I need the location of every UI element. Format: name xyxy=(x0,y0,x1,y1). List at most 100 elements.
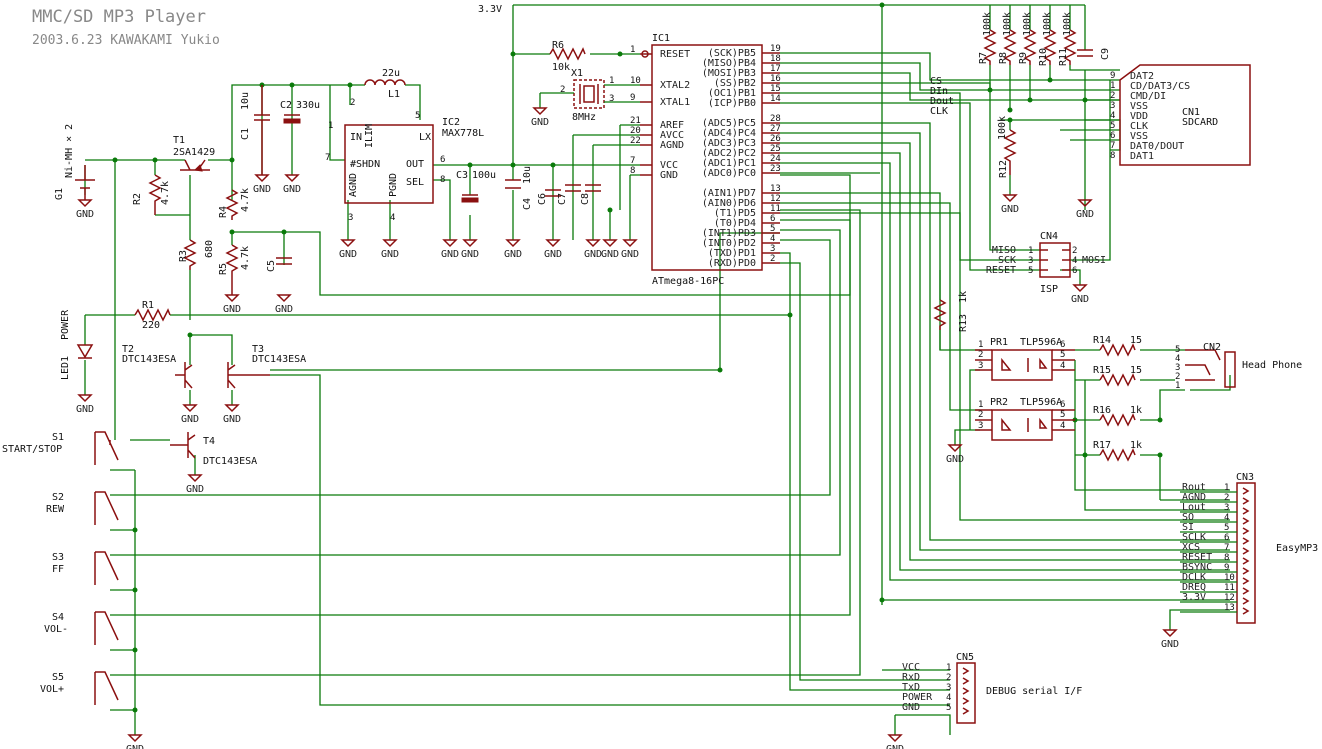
gnd-label: GND xyxy=(339,249,357,260)
cn3-pin-name: DCLK xyxy=(1182,572,1206,583)
ic1-pin-number: 20 xyxy=(630,126,641,136)
svg-text:3: 3 xyxy=(348,213,353,223)
cn1-pin-name: VSS xyxy=(1130,131,1148,142)
r9-ref: R9 xyxy=(1018,52,1029,64)
pr2-ref: PR2 xyxy=(990,397,1008,408)
ic1-pin-number: 16 xyxy=(770,74,781,84)
cn2-headphone: CN2 Head Phone 5 4 3 2 1 xyxy=(1175,342,1302,391)
r12-value: 100k xyxy=(997,116,1008,140)
cn3-pin-number: 1 xyxy=(1224,483,1229,493)
ic1-pin-number: 19 xyxy=(770,44,781,54)
gnd-icon xyxy=(284,174,300,183)
ic2-pin-pgnd: PGND xyxy=(388,173,399,197)
sd-signal-din: DIn xyxy=(930,86,948,97)
ic2-ref: IC2 xyxy=(442,117,460,128)
ic1-pin-name: (SS)PB2 xyxy=(714,78,756,89)
battery-ref: G1 xyxy=(54,188,65,200)
ic1-pin-number: 28 xyxy=(770,114,781,124)
ic1-pin-name: (SCK)PB5 xyxy=(708,48,756,59)
cn2-pin-1: 1 xyxy=(1175,381,1180,391)
gnd-label: GND xyxy=(275,304,293,315)
cn2-pin-4: 4 xyxy=(1175,354,1180,364)
svg-text:6: 6 xyxy=(1060,400,1065,410)
cn3-name: EasyMP3 xyxy=(1276,543,1318,554)
cn5-name: DEBUG serial I/F xyxy=(986,686,1082,697)
c3-ref: C3 xyxy=(456,170,468,181)
ic2-part: MAX778L xyxy=(442,128,484,139)
ic1-pin-number: 10 xyxy=(630,76,641,86)
ic1-pin-number: 22 xyxy=(630,136,641,146)
gnd-icon xyxy=(887,734,903,743)
cn5-pin-name: VCC xyxy=(902,662,920,673)
c4-value: 10u xyxy=(522,166,533,184)
gnd-label: GND xyxy=(283,184,301,195)
gnd-icon xyxy=(532,107,548,116)
svg-text:1: 1 xyxy=(609,76,614,86)
cn3-pin-mark xyxy=(1242,557,1250,565)
svg-text:3: 3 xyxy=(978,361,983,371)
cn3-pin-number: 12 xyxy=(1224,593,1235,603)
ic1-pin-name: (TXD)PD1 xyxy=(708,248,756,259)
r16-value: 1k xyxy=(1130,405,1142,416)
r2-value: 4.7k xyxy=(160,181,171,205)
gnd-icon xyxy=(585,239,601,248)
cn2-name: Head Phone xyxy=(1242,360,1302,371)
sd-signal-clk: CLK xyxy=(930,106,948,117)
gnd-label: GND xyxy=(1001,204,1019,215)
svg-text:4: 4 xyxy=(390,213,395,223)
gnd-icon xyxy=(276,294,292,303)
ic1-pin-name: (INT1)PD3 xyxy=(702,228,756,239)
cn1-pin-number: 6 xyxy=(1110,131,1115,141)
cn3-pin-name: AGND xyxy=(1182,492,1206,503)
r6-ref: R6 xyxy=(552,40,564,51)
gnd-label: GND xyxy=(253,184,271,195)
r4-ref: R4 xyxy=(218,206,229,218)
ic1-pin-number: 23 xyxy=(770,164,781,174)
cn3-pin-mark xyxy=(1242,547,1250,555)
c8-ref: C8 xyxy=(580,193,591,205)
cn1-pin-number: 1 xyxy=(1110,81,1115,91)
cn3-pin-mark xyxy=(1242,567,1250,575)
cn2-pin-3: 3 xyxy=(1175,363,1180,373)
capacitors: C1 10u C2 330u C3 100u C4 10u C5 C6 C7 C… xyxy=(240,48,1111,272)
cn4-pin-number: 2 xyxy=(1072,246,1077,256)
gnd-icon xyxy=(187,474,203,483)
gnd-icon xyxy=(77,394,93,403)
cn5-pin-mark xyxy=(962,687,970,695)
cn3-pin-name: DREQ xyxy=(1182,582,1206,593)
cn4-pin-number: 5 xyxy=(1028,266,1033,276)
gnd-label: GND xyxy=(223,414,241,425)
cn3-pin-number: 8 xyxy=(1224,553,1229,563)
resistors: R2 4.7k R3 680 R4 4.7k R5 4.7k R1 220 R6… xyxy=(132,12,1142,462)
ic1-pin-name: (AIN1)PD7 xyxy=(702,188,756,199)
svg-text:6: 6 xyxy=(1060,340,1065,350)
cn1-pin-number: 9 xyxy=(1110,71,1115,81)
cn3-pin-number: 9 xyxy=(1224,563,1229,573)
svg-text:7: 7 xyxy=(325,153,330,163)
cn3-pin-name: SI xyxy=(1182,522,1194,533)
ic1-pin-name: GND xyxy=(660,170,678,181)
svg-text:5: 5 xyxy=(415,111,420,121)
cn3-pin-mark xyxy=(1242,597,1250,605)
gnd-icon xyxy=(382,239,398,248)
c4-ref: C4 xyxy=(522,198,533,210)
battery-value: Ni-MH × 2 xyxy=(64,124,75,178)
gnd-label: GND xyxy=(601,249,619,260)
cn1-pin-name: CD/DAT3/CS xyxy=(1130,81,1190,92)
r12-ref: R12 xyxy=(998,160,1009,178)
ic1-pin-number: 13 xyxy=(770,184,781,194)
title: MMC/SD MP3 Player xyxy=(32,7,206,27)
cn1-pin-name: CLK xyxy=(1130,121,1148,132)
svg-text:4: 4 xyxy=(1060,421,1065,431)
ic1-ref: IC1 xyxy=(652,33,670,44)
cn1-pin-number: 7 xyxy=(1110,141,1115,151)
cn5-pin-number: 5 xyxy=(946,703,951,713)
r15-ref: R15 xyxy=(1093,365,1111,376)
cn3-pin-number: 5 xyxy=(1224,523,1229,533)
ic1-pin-name: (ADC2)PC2 xyxy=(702,148,756,159)
switch-s3-ref: S3 xyxy=(52,552,64,563)
ic1-pin-number: 8 xyxy=(630,166,635,176)
